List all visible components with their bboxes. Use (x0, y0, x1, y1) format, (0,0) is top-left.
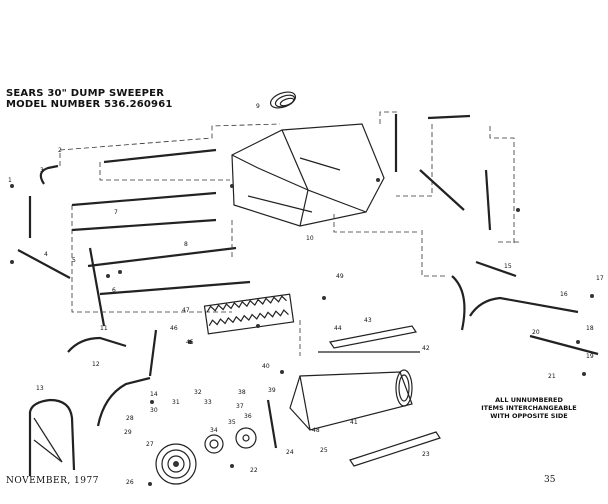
callout: 48 (312, 427, 320, 434)
handle-frame (17, 114, 517, 327)
callout: 2 (58, 147, 62, 154)
note-line-1: ALL UNNUMBERED (495, 396, 563, 404)
callout: 5 (72, 257, 76, 264)
callout: 23 (422, 451, 430, 458)
callout: 13 (36, 385, 44, 392)
callout: 34 (210, 427, 218, 434)
callout: 42 (422, 345, 430, 352)
callout: 10 (306, 235, 314, 242)
callout: 43 (364, 317, 372, 324)
callout: 11 (100, 325, 108, 332)
callout: 18 (586, 325, 594, 332)
wheel-bracket-left (28, 329, 158, 476)
callout: 24 (286, 449, 294, 456)
callout: 19 (586, 353, 594, 360)
callout: 14 (150, 391, 158, 398)
callout: 49 (336, 273, 344, 280)
drum-housing (289, 369, 413, 431)
callout: 45 (186, 339, 194, 346)
belt-strap (318, 325, 441, 467)
callout: 28 (126, 415, 134, 422)
callout: 22 (250, 467, 258, 474)
callout: 44 (334, 325, 342, 332)
wheel-gear (155, 399, 278, 485)
fasteners (10, 184, 594, 486)
publication-date: NOVEMBER, 1977 (6, 476, 99, 486)
brush-roller (203, 293, 295, 335)
title-line-1: SEARS 30" DUMP SWEEPER (6, 88, 165, 99)
title-line-2: MODEL NUMBER 536.260961 (6, 99, 173, 110)
callout: 31 (172, 399, 180, 406)
callout: 1 (8, 177, 12, 184)
side-arm-right (451, 275, 599, 356)
callout: 15 (504, 263, 512, 270)
callout: 17 (596, 275, 604, 282)
callout: 39 (268, 387, 276, 394)
callout: 12 (92, 361, 100, 368)
callout: 36 (244, 413, 252, 420)
page-number: 35 (544, 475, 556, 485)
callout: 46 (170, 325, 178, 332)
callout: 29 (124, 429, 132, 436)
callout: 21 (548, 373, 556, 380)
callout: 35 (228, 419, 236, 426)
callout: 6 (112, 287, 116, 294)
interchangeable-note: ALL UNNUMBERED ITEMS INTERCHANGEABLE WIT… (474, 396, 584, 420)
callout: 27 (146, 441, 154, 448)
callout: 30 (150, 407, 158, 414)
diagram-title: SEARS 30" DUMP SWEEPER MODEL NUMBER 536.… (6, 88, 173, 110)
callout: 25 (320, 447, 328, 454)
callout: 16 (560, 291, 568, 298)
callout: 41 (350, 419, 358, 426)
callout-labels: 1 2 3 4 5 6 7 8 9 10 11 12 13 14 15 16 1… (8, 103, 604, 486)
callout: 26 (126, 479, 134, 486)
callout: 33 (204, 399, 212, 406)
callout: 38 (238, 389, 246, 396)
callout: 7 (114, 209, 118, 216)
callout: 9 (256, 103, 260, 110)
callout: 3 (40, 167, 44, 174)
callout: 47 (182, 307, 190, 314)
callout: 20 (532, 329, 540, 336)
callout: 4 (44, 251, 48, 258)
note-line-2: ITEMS INTERCHANGEABLE (481, 404, 577, 412)
callout: 40 (262, 363, 270, 370)
hopper-assembly (230, 123, 385, 227)
assembly-leader-lines (59, 111, 520, 356)
note-line-3: WITH OPPOSITE SIDE (490, 412, 568, 420)
hose-coil (269, 91, 297, 109)
callout: 37 (236, 403, 244, 410)
callout: 8 (184, 241, 188, 248)
callout: 32 (194, 389, 202, 396)
